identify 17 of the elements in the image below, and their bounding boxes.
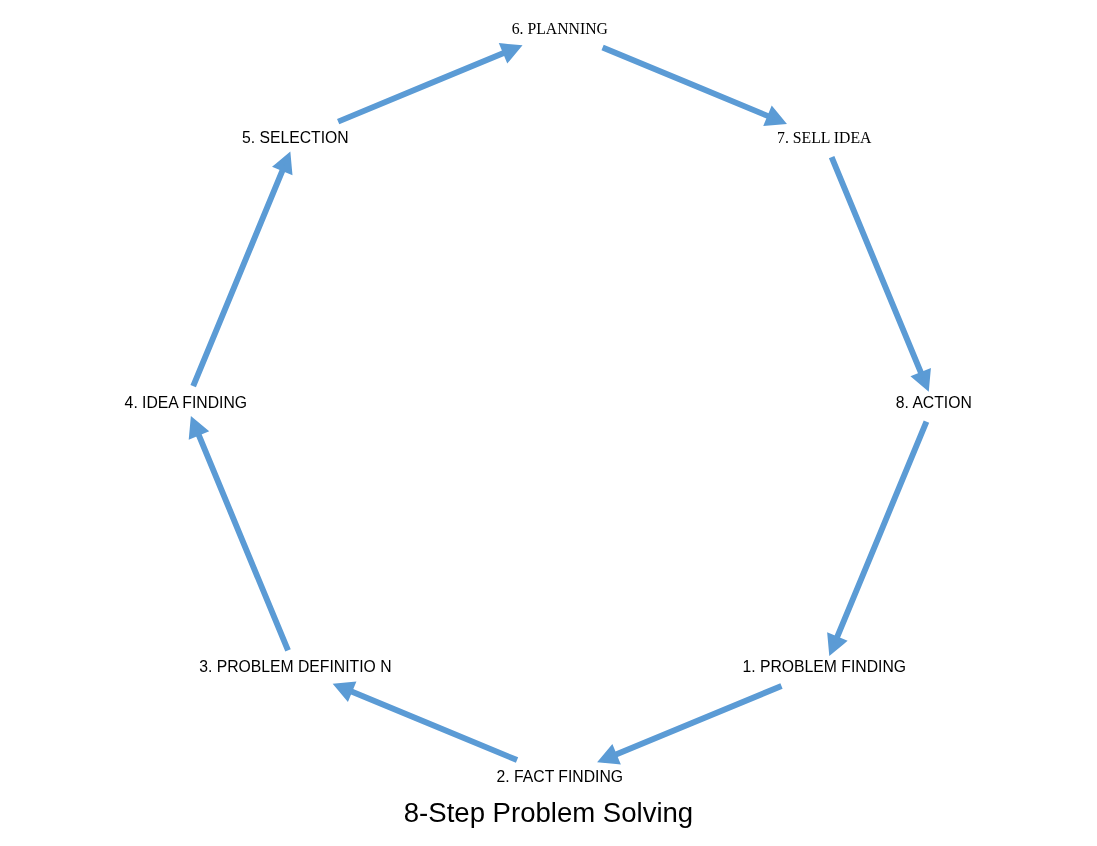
node-text: 8. ACTION: [895, 393, 972, 411]
arrow: [827, 420, 930, 657]
arrow: [597, 683, 783, 765]
node-text: 3. PROBLEM DEFINITIO N: [199, 657, 392, 675]
arrow: [601, 44, 787, 127]
node-text: 4. IDEA FINDING: [124, 393, 248, 411]
arrow: [332, 681, 519, 763]
arrow: [190, 151, 293, 388]
node-text: 5. SELECTION: [242, 129, 349, 147]
node-text: 2. FACT FINDING: [496, 767, 624, 785]
node-text: 7. SELL IDEA: [777, 129, 872, 147]
node-text: 1. PROBLEM FINDING: [742, 657, 907, 675]
diagram-title: 8-Step Problem Solving: [403, 796, 694, 828]
arrow: [828, 156, 931, 392]
arrow: [337, 43, 523, 125]
node-text: 6. PLANNING: [511, 19, 608, 37]
arrow: [188, 415, 291, 652]
